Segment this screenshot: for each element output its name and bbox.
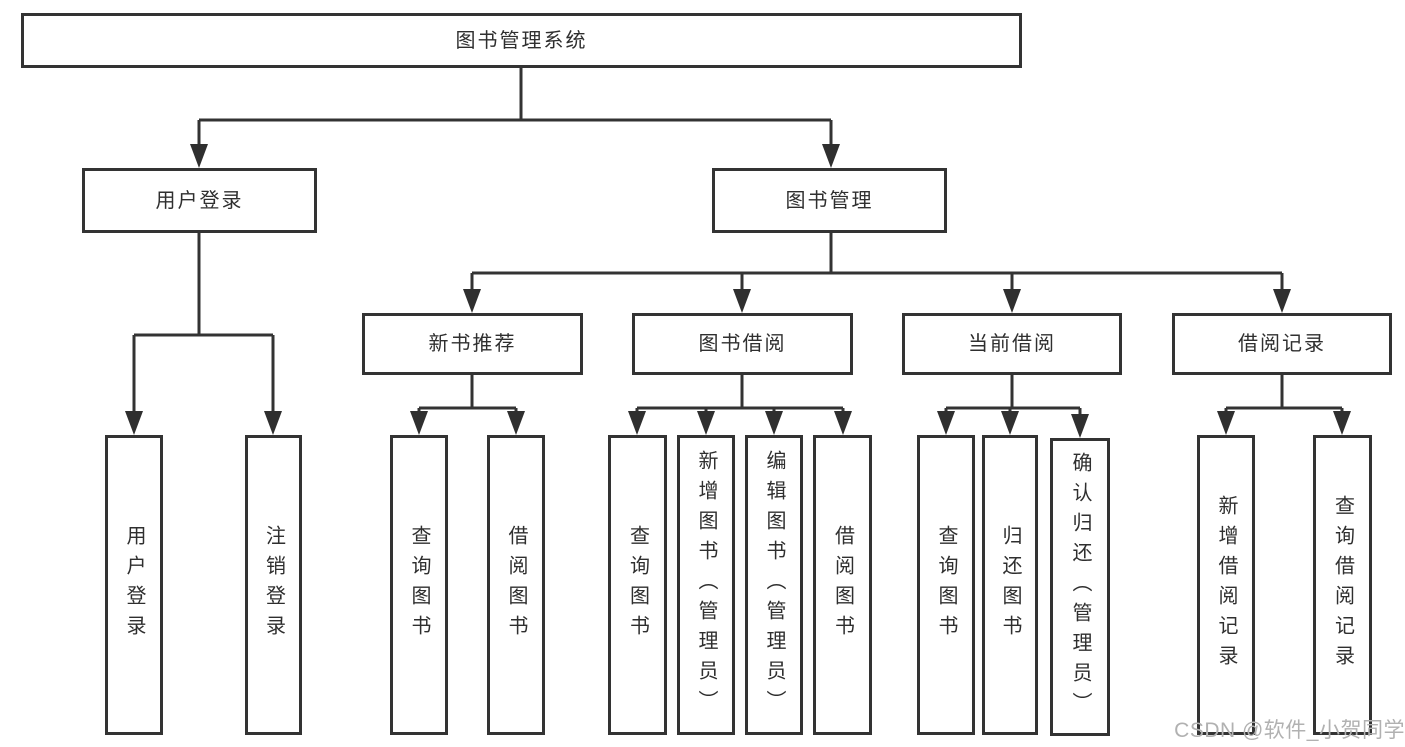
leaf-edit-books-admin: 编辑图书（管理员）	[745, 435, 803, 735]
node-book-borrowing: 图书借阅	[632, 313, 853, 375]
node-new-book-recommendation: 新书推荐	[362, 313, 583, 375]
leaf-query-books-recommendation: 查询图书	[390, 435, 448, 735]
leaf-borrow-books-recommendation: 借阅图书	[487, 435, 545, 735]
node-borrowing-records: 借阅记录	[1172, 313, 1392, 375]
leaf-add-borrow-record: 新增借阅记录	[1197, 435, 1255, 735]
leaf-add-books-admin: 新增图书（管理员）	[677, 435, 735, 735]
leaf-query-books-borrowing: 查询图书	[608, 435, 667, 735]
leaf-borrow-books-borrowing: 借阅图书	[813, 435, 872, 735]
csdn-watermark: CSDN @软件_小贺同学	[1174, 719, 1405, 742]
leaf-return-books: 归还图书	[982, 435, 1038, 735]
node-user-login: 用户登录	[82, 168, 317, 233]
node-book-management: 图书管理	[712, 168, 947, 233]
node-current-borrowing: 当前借阅	[902, 313, 1122, 375]
leaf-query-borrow-record: 查询借阅记录	[1313, 435, 1372, 735]
leaf-query-books-current: 查询图书	[917, 435, 975, 735]
leaf-logout: 注销登录	[245, 435, 302, 735]
leaf-confirm-return-admin: 确认归还（管理员）	[1050, 438, 1110, 736]
leaf-user-login: 用户登录	[105, 435, 163, 735]
node-library-management-system: 图书管理系统	[21, 13, 1022, 68]
